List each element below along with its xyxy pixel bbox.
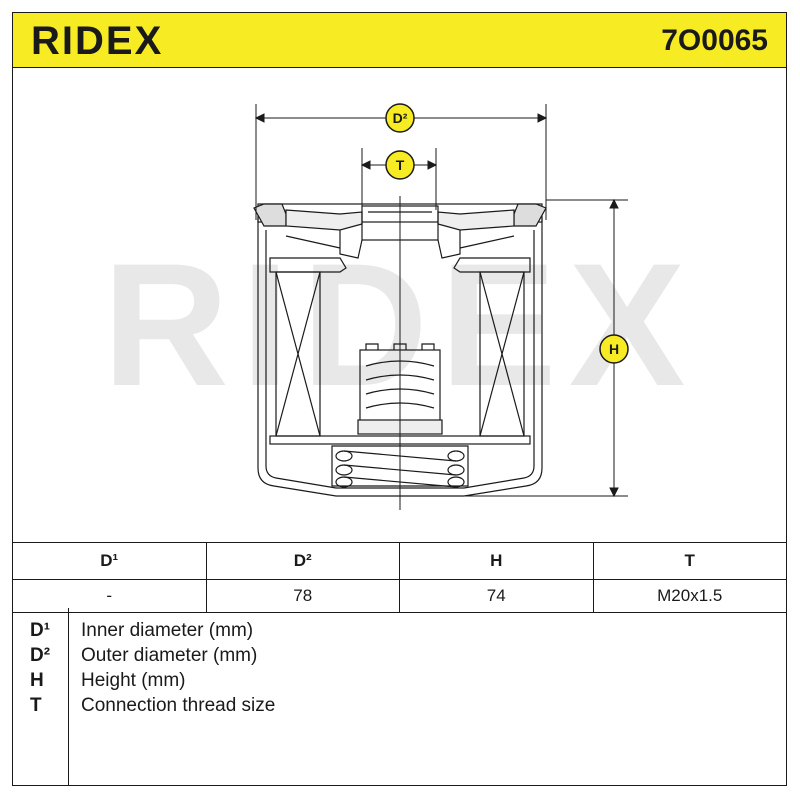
header-t: T [592, 542, 787, 580]
value-d2: 78 [205, 579, 400, 613]
value-d1: - [12, 579, 207, 613]
spec-header-row: D¹ D² H T [12, 542, 787, 580]
legend: D¹ Inner diameter (mm) D² Outer diameter… [12, 608, 787, 786]
legend-item: D¹ Inner diameter (mm) [12, 618, 787, 643]
watermark-text: RIDEX [103, 228, 698, 423]
header-bar: RIDEX 7O0065 [12, 12, 787, 68]
h-label: H [609, 341, 619, 357]
t-label: T [396, 157, 405, 173]
brand-logo: RIDEX [31, 19, 164, 63]
d2-dimension [254, 104, 548, 220]
spec-value-row: - 78 74 M20x1.5 [12, 579, 787, 613]
legend-item: T Connection thread size [12, 693, 787, 718]
legend-key: T [30, 695, 42, 716]
legend-key: D¹ [30, 620, 51, 641]
header-d1: D¹ [12, 542, 207, 580]
filter-body [253, 203, 547, 497]
legend-desc: Inner diameter (mm) [81, 620, 254, 641]
legend-desc: Height (mm) [81, 670, 186, 691]
legend-key: H [30, 670, 44, 691]
d2-badge [385, 103, 415, 133]
legend-desc: Outer diameter (mm) [81, 645, 258, 666]
technical-drawing: RIDEX [103, 103, 698, 510]
legend-item: H Height (mm) [12, 668, 787, 693]
h-badge [599, 334, 629, 364]
t-badge [385, 150, 415, 180]
header-h: H [399, 542, 594, 580]
legend-desc: Connection thread size [81, 695, 276, 716]
spec-table: D¹ D² H T - 78 74 M20x1.5 [12, 542, 787, 613]
value-h: 74 [399, 579, 594, 613]
value-t: M20x1.5 [592, 579, 787, 613]
d2-label: D² [393, 110, 408, 126]
legend-divider [68, 608, 69, 786]
legend-key: D² [30, 645, 51, 666]
part-number: 7O0065 [661, 24, 768, 57]
header-d2: D² [205, 542, 400, 580]
legend-item: D² Outer diameter (mm) [12, 643, 787, 668]
